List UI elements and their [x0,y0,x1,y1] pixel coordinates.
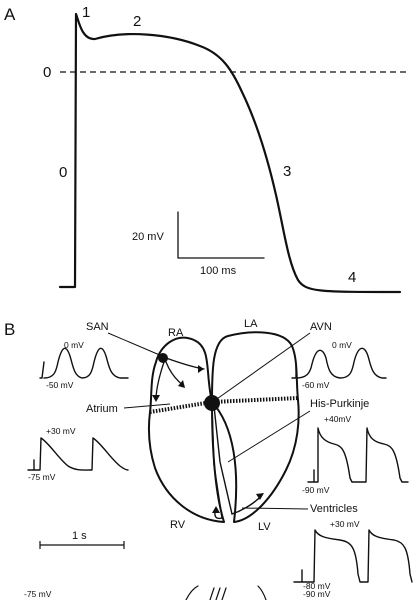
ventricle-trace-bottom-label: -90 mV [303,589,331,599]
san-label: SAN [86,321,109,333]
phase-4-label: 4 [348,269,356,286]
panel-a-letter: A [4,5,16,24]
ventricular-action-potential-trace [58,12,402,294]
atrium-leader [123,403,171,409]
his-bundle-path-2 [213,405,233,515]
san-trace-top-label: 0 mV [64,340,84,350]
his-trace [307,427,409,483]
heart-diagram [147,331,300,523]
arrowhead-4 [212,506,220,513]
arrowhead-2 [152,395,160,402]
avn-label: AVN [310,321,332,333]
ventricles-label: Ventricles [310,503,358,515]
ventricles-leader [241,507,309,510]
panel-b-letter: B [4,320,15,339]
phase-0-label: 0 [59,164,67,181]
his-trace-bottom-label: -90 mV [302,485,330,495]
av-ring-left [149,400,213,414]
arrowhead-5 [256,493,264,500]
his-purkinje-leader [227,410,311,463]
cut-off-label: -75 mV [24,589,52,599]
avn-trace-group: 0 mV -60 mV [291,340,387,390]
avn-trace-top-label: 0 mV [332,340,352,350]
right-ventricle-label: RV [170,519,186,531]
time-scale-label: 1 s [72,530,87,542]
ventricle-trace [293,529,413,583]
avn-leader [213,332,311,402]
avn-node [204,395,220,411]
his-purkinje-label: His-Purkinje [310,398,369,410]
scale-time-label: 100 ms [200,265,237,277]
san-trace [39,347,129,379]
atrium-trace [27,437,129,471]
panel-b: B RA [4,318,413,600]
avn-trace-bottom-label: -60 mV [302,380,330,390]
scale-voltage-label: 20 mV [132,231,164,243]
atrium-trace-bottom-label: -75 mV [28,472,56,482]
left-ventricle-label: LV [258,521,271,533]
scale-bar [177,211,265,259]
san-trace-bottom-label: -50 mV [46,380,74,390]
phase-3-label: 3 [283,163,291,180]
arrowhead-3 [178,380,185,388]
av-ring-right [211,396,299,404]
left-ventricle-outline [211,399,300,523]
phase-1-label: 1 [82,4,90,21]
avn-trace [291,347,387,379]
his-trace-group: +40mV -90 mV [302,414,409,495]
san-trace-group: 0 mV -50 mV [39,340,129,390]
atrium-label: Atrium [86,403,118,415]
cut-off-lines [185,585,267,600]
san-leader [107,332,163,357]
his-bundle-path [211,405,223,519]
right-atrium-outline [149,336,213,413]
atrium-trace-top-label: +30 mV [46,426,76,436]
panel-a: A 0 1 2 0 3 4 20 mV 100 ms [4,4,406,294]
left-atrium-outline [211,331,299,403]
phase-2-label: 2 [133,13,141,30]
left-atrium-label: LA [244,318,258,330]
atrium-trace-group: +30 mV -75 mV [27,426,129,482]
arrowhead-1 [198,365,204,373]
ventricle-trace-group: +30 mV -80 mV -90 mV [293,519,413,599]
zero-potential-label: 0 [43,64,51,81]
his-trace-top-label: +40mV [324,414,351,424]
san-arrow-down [155,361,165,401]
right-atrium-label: RA [168,327,184,339]
ventricle-trace-overlap-label: -80 mV [303,581,331,591]
ventricle-trace-top-label: +30 mV [330,519,360,529]
